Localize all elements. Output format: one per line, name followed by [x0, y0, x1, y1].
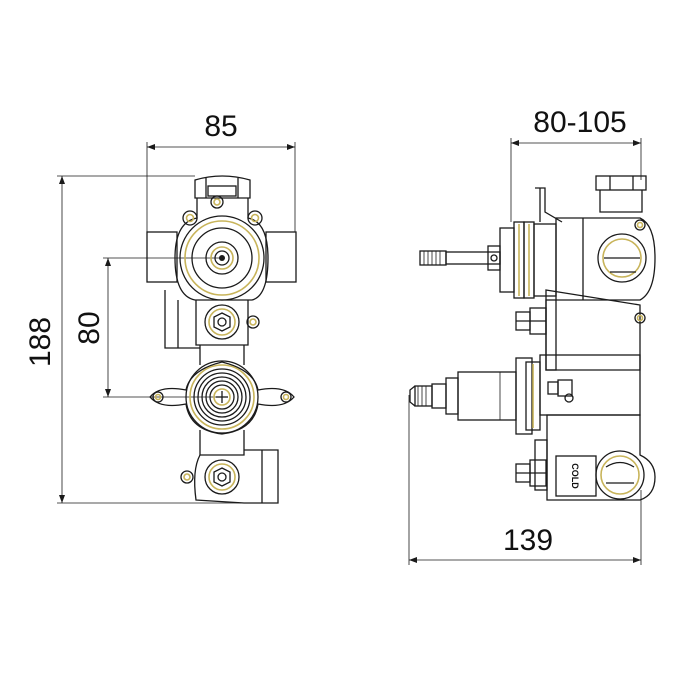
total-depth-label: 139: [503, 524, 553, 557]
dimension-front-width: 85: [146, 110, 296, 232]
front-width-label: 85: [204, 110, 237, 143]
inlet-spacing-label: 80: [73, 311, 106, 344]
dimension-total-height: 188: [24, 175, 245, 504]
side-depth-label: 80-105: [533, 106, 626, 139]
front-view: 85 188 80: [24, 110, 297, 504]
cold-label: COLD: [570, 463, 580, 489]
dimension-total-depth: 139: [408, 395, 642, 565]
side-view: 80-105 139: [408, 106, 656, 565]
dimension-side-depth: 80-105: [510, 106, 642, 222]
total-height-label: 188: [24, 317, 57, 367]
dimension-inlet-spacing: 80: [73, 257, 222, 398]
